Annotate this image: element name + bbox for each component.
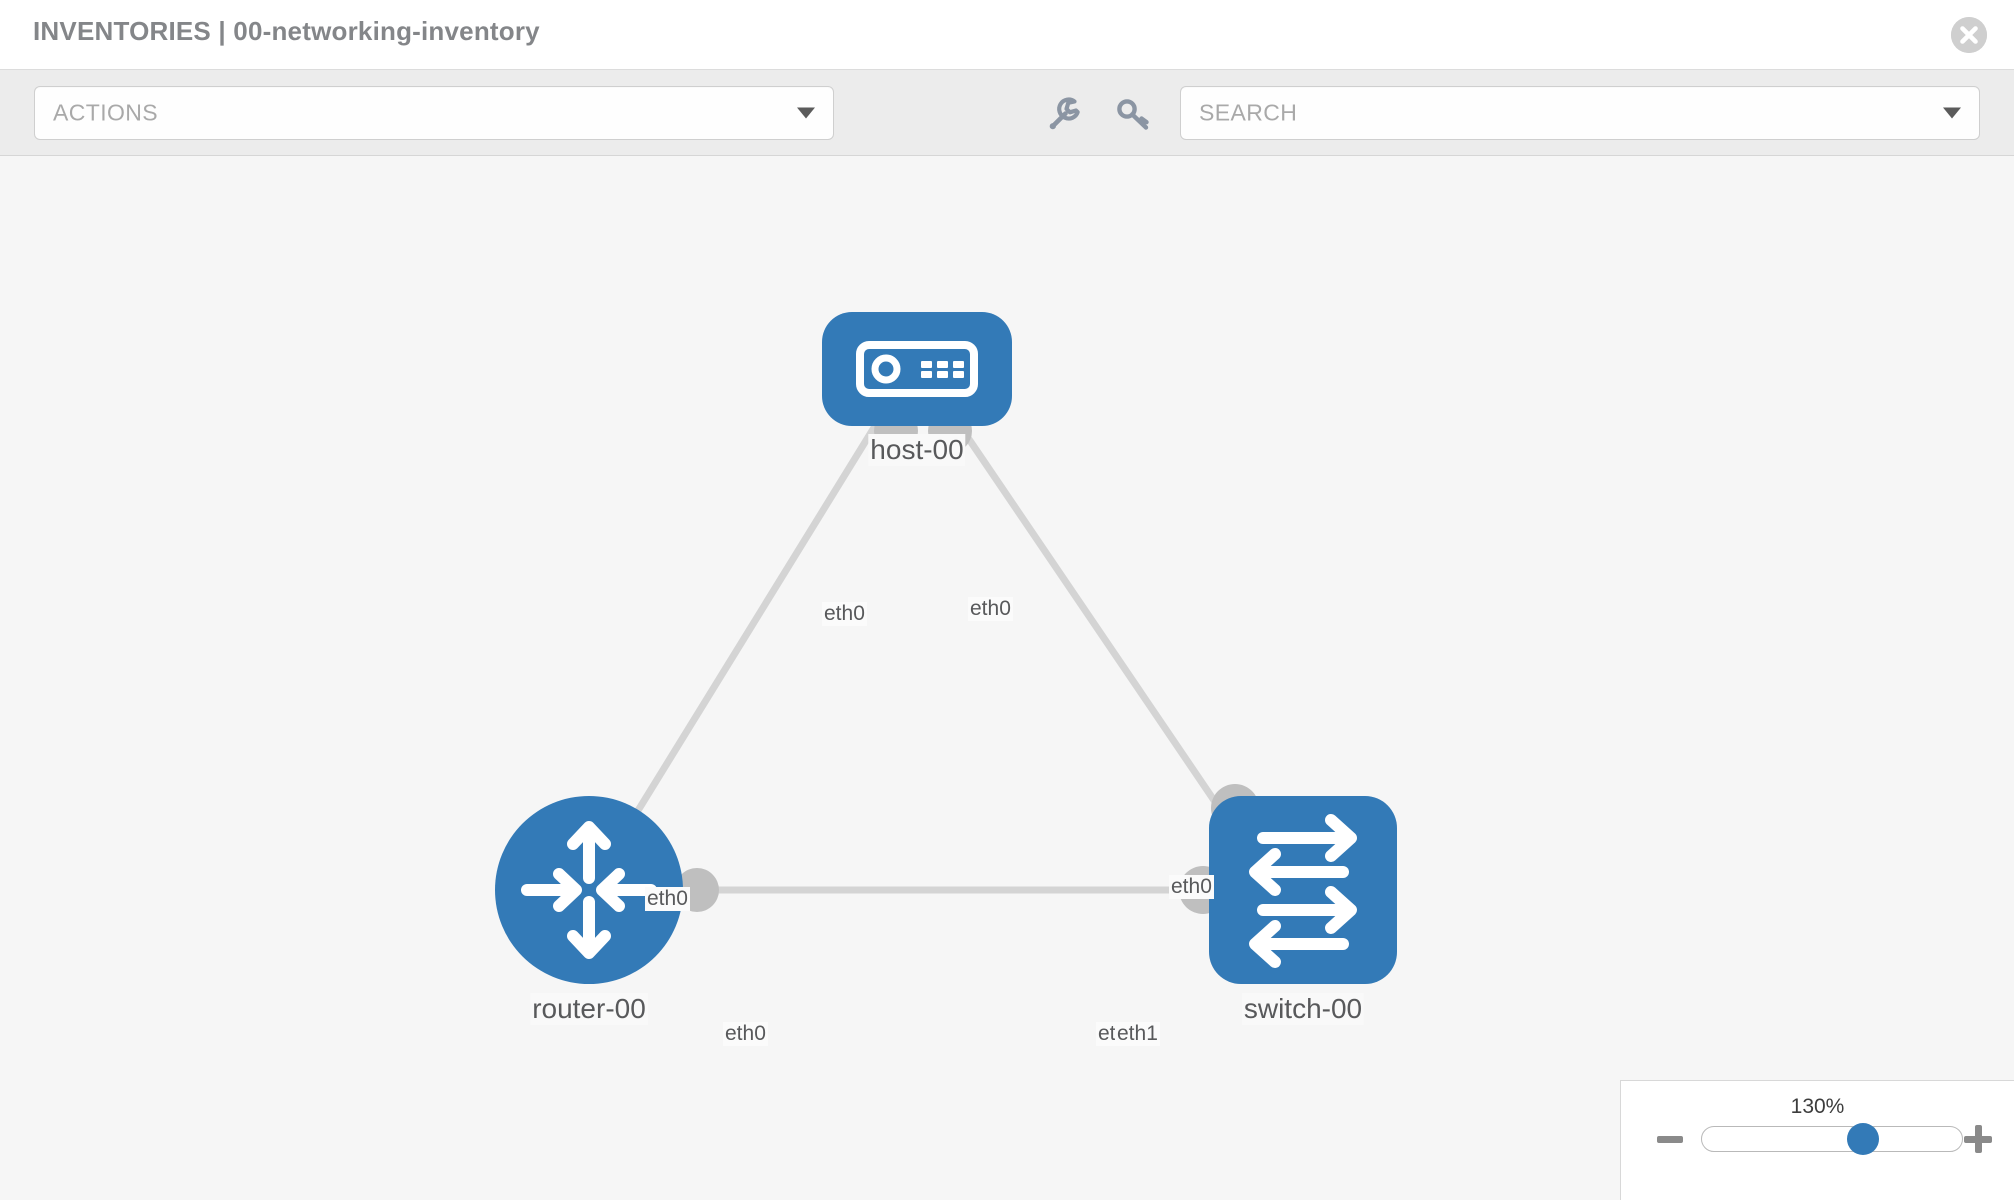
node-switch-00 xyxy=(1209,796,1397,984)
page-header: INVENTORIES | 00-networking-inventory xyxy=(0,0,2014,70)
node-router-00 xyxy=(495,796,683,984)
zoom-control: 130% xyxy=(1620,1080,2014,1200)
actions-dropdown[interactable]: ACTIONS xyxy=(34,86,834,140)
zoom-out-button[interactable] xyxy=(1657,1136,1683,1143)
page-title: INVENTORIES | 00-networking-inventory xyxy=(33,16,540,46)
zoom-slider-thumb[interactable] xyxy=(1847,1123,1880,1155)
search-placeholder: SEARCH xyxy=(1199,99,1298,126)
iface-label: eth0 xyxy=(1169,875,1214,899)
link-group xyxy=(607,424,1248,894)
zoom-slider[interactable] xyxy=(1701,1123,1963,1155)
link-host-switch xyxy=(957,424,1248,848)
iface-label: eth0 xyxy=(723,1022,768,1046)
search-input[interactable]: SEARCH xyxy=(1180,86,1980,140)
iface-label: eth0 xyxy=(645,887,690,911)
zoom-in-button[interactable] xyxy=(1964,1125,1992,1153)
iface-label: eth0 xyxy=(968,597,1013,621)
node-label-router: router-00 xyxy=(530,993,648,1025)
iface-label: eth0 xyxy=(822,602,867,626)
link-host-router xyxy=(607,424,878,858)
actions-dropdown-label: ACTIONS xyxy=(53,99,159,126)
chevron-down-icon xyxy=(797,107,815,119)
wrench-icon[interactable] xyxy=(1043,92,1087,136)
node-host-00 xyxy=(822,312,1012,426)
router-arrows-icon xyxy=(521,821,657,959)
topology-graph xyxy=(495,312,1397,984)
chevron-down-icon xyxy=(1943,107,1961,119)
port-group xyxy=(675,409,1259,914)
topology-canvas[interactable]: host-00 router-00 switch-00 eth0 eth0 et… xyxy=(0,156,2014,1200)
toolbar: ACTIONS SEARCH xyxy=(0,70,2014,156)
node-label-host: host-00 xyxy=(868,434,966,466)
server-icon xyxy=(856,341,978,397)
switch-arrows-icon xyxy=(1249,814,1357,968)
close-icon[interactable] xyxy=(1951,17,1987,53)
zoom-percent-label: 130% xyxy=(1790,1095,1845,1118)
iface-label: eth1 xyxy=(1115,1022,1160,1046)
node-label-switch: switch-00 xyxy=(1241,993,1365,1025)
key-icon[interactable] xyxy=(1112,92,1156,136)
